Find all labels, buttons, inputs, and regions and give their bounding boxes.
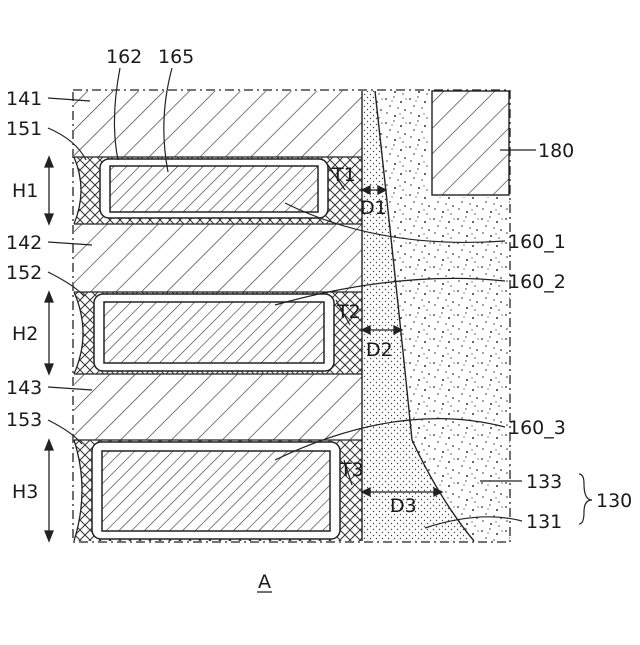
label-t1: T1 — [331, 164, 356, 186]
label-141: 141 — [6, 88, 42, 110]
layer-143 — [74, 374, 362, 440]
label-h1: H1 — [12, 180, 38, 202]
label-152: 152 — [6, 262, 42, 284]
gate-160-1-conductor — [110, 166, 318, 212]
label-153: 153 — [6, 409, 42, 431]
label-d2: D2 — [366, 339, 393, 361]
gate-160-3-conductor — [102, 451, 330, 531]
label-d1: D1 — [360, 197, 387, 219]
label-165: 165 — [158, 46, 194, 68]
label-142: 142 — [6, 232, 42, 254]
label-t2: T2 — [336, 301, 361, 323]
label-160-3: 160_3 — [508, 417, 566, 439]
label-160-1: 160_1 — [508, 231, 566, 253]
label-h3: H3 — [12, 481, 38, 503]
label-t3: T3 — [339, 459, 364, 481]
layer-141 — [74, 91, 362, 157]
height-arrows — [45, 157, 53, 541]
layer-142 — [74, 224, 362, 292]
label-131: 131 — [526, 511, 562, 533]
label-h2: H2 — [12, 323, 38, 345]
element-180 — [432, 91, 509, 195]
label-130: 130 — [596, 490, 632, 512]
label-162: 162 — [106, 46, 142, 68]
figure-caption: A — [258, 571, 271, 593]
label-d3: D3 — [390, 495, 417, 517]
label-133: 133 — [526, 471, 562, 493]
label-151: 151 — [6, 118, 42, 140]
label-180: 180 — [538, 140, 574, 162]
gate-160-2-conductor — [104, 302, 324, 363]
label-160-2: 160_2 — [508, 271, 566, 293]
label-143: 143 — [6, 377, 42, 399]
